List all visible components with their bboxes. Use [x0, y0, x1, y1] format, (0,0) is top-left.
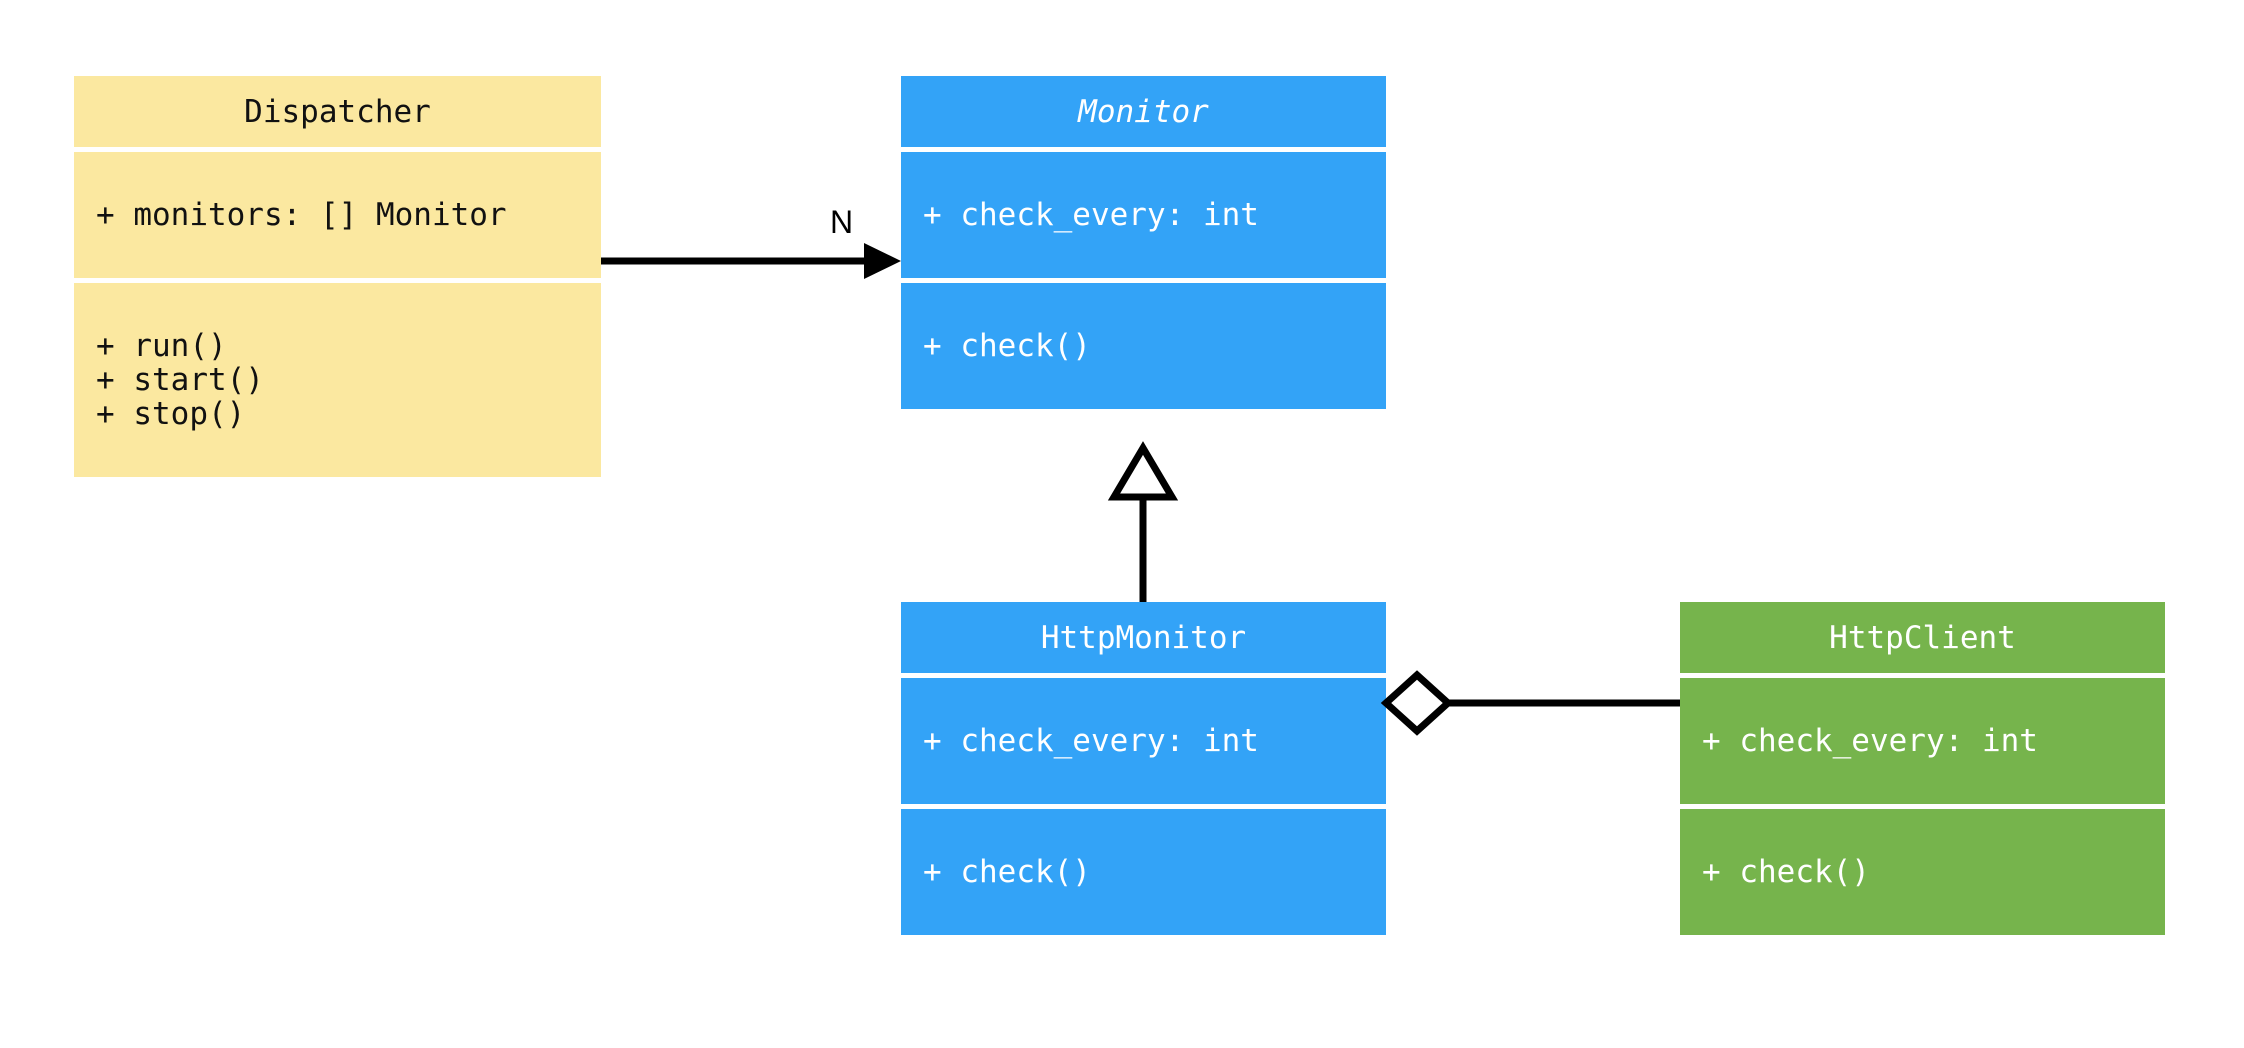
class-methods-monitor: + check() [901, 283, 1386, 409]
relationship-aggregation-httpmonitor-httpclient [1380, 670, 1680, 736]
compartment-divider [1680, 673, 2165, 678]
compartment-divider [901, 804, 1386, 809]
compartment-divider [74, 278, 601, 283]
relationship-label-multiplicity-n: N [830, 204, 854, 240]
compartment-divider [1680, 804, 2165, 809]
relationship-generalization-httpmonitor-monitor [1107, 441, 1179, 602]
class-methods-dispatcher: + run() + start() + stop() [74, 283, 601, 477]
class-attributes-monitor: + check_every: int [901, 152, 1386, 278]
class-box-monitor[interactable]: Monitor + check_every: int + check() [901, 76, 1386, 409]
class-attributes-httpclient: + check_every: int [1680, 678, 2165, 804]
class-methods-httpclient: + check() [1680, 809, 2165, 935]
class-box-httpclient[interactable]: HttpClient + check_every: int + check() [1680, 602, 2165, 935]
class-title-httpclient: HttpClient [1680, 602, 2165, 673]
relationship-association-dispatcher-monitor [601, 243, 901, 279]
class-methods-httpmonitor: + check() [901, 809, 1386, 935]
compartment-divider [901, 673, 1386, 678]
class-title-dispatcher: Dispatcher [74, 76, 601, 147]
class-box-dispatcher[interactable]: Dispatcher + monitors: [] Monitor + run(… [74, 76, 601, 477]
class-title-httpmonitor: HttpMonitor [901, 602, 1386, 673]
hollow-diamond-icon [1380, 670, 1454, 736]
compartment-divider [74, 147, 601, 152]
hollow-triangle-icon [1107, 441, 1179, 501]
compartment-divider [901, 147, 1386, 152]
class-title-monitor: Monitor [901, 76, 1386, 147]
compartment-divider [901, 278, 1386, 283]
class-attributes-httpmonitor: + check_every: int [901, 678, 1386, 804]
class-attributes-dispatcher: + monitors: [] Monitor [74, 152, 601, 278]
filled-arrowhead-icon [864, 243, 901, 279]
class-box-httpmonitor[interactable]: HttpMonitor + check_every: int + check() [901, 602, 1386, 935]
